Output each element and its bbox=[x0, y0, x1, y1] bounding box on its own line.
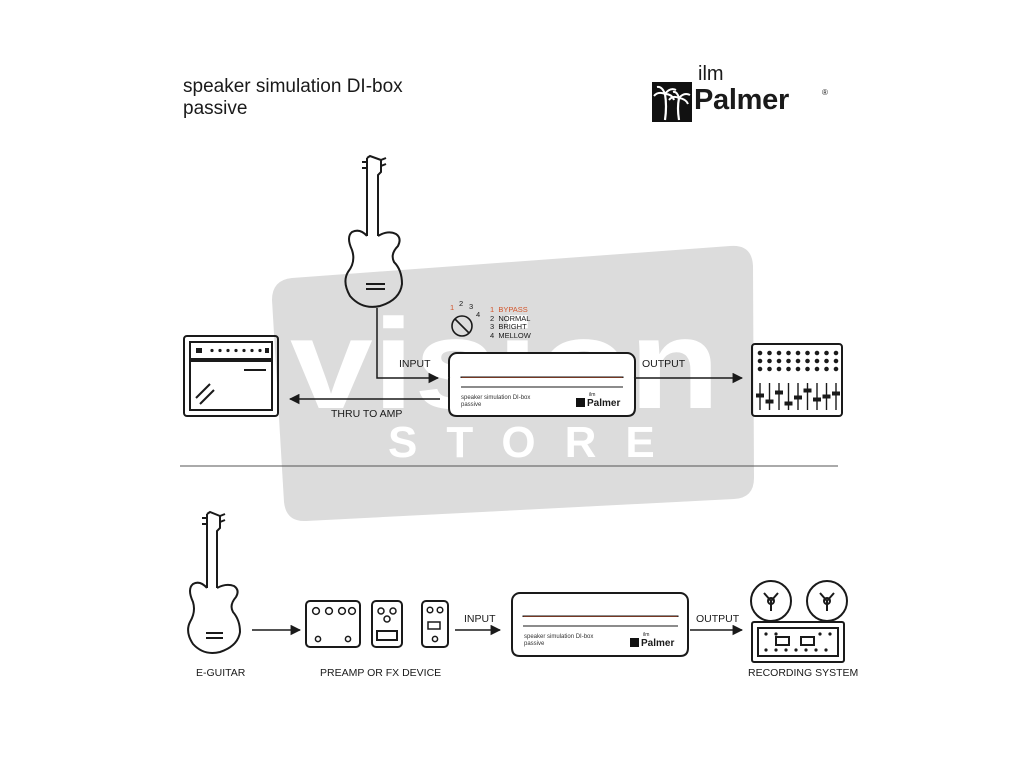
mixer-knob bbox=[824, 358, 829, 364]
mixer-icon bbox=[751, 343, 843, 417]
amplifier-icon bbox=[183, 335, 279, 417]
fx-caption: PREAMP OR FX DEVICE bbox=[320, 667, 442, 679]
fx-pedal-knobs bbox=[311, 606, 444, 643]
knob-number-4: 4 bbox=[476, 310, 481, 319]
amplifier-knobs bbox=[196, 348, 269, 353]
thru-to-amp-label: THRU TO AMP bbox=[331, 408, 403, 420]
mixer-knob bbox=[795, 350, 801, 356]
palm-tree-icon bbox=[652, 82, 692, 122]
input-label-2: INPUT bbox=[464, 613, 496, 625]
mixer-knob bbox=[805, 350, 810, 356]
recorder-dots bbox=[764, 632, 832, 652]
knob-number-2: 2 bbox=[459, 299, 464, 308]
knob-number-1: 1 bbox=[450, 303, 455, 312]
di-box-device-2 bbox=[511, 592, 689, 657]
input-label-1: INPUT bbox=[399, 358, 431, 370]
mixer-knob bbox=[767, 358, 772, 364]
mixer-fader-cap bbox=[822, 394, 831, 399]
mixer-knob bbox=[833, 350, 839, 356]
mixer-fader-cap bbox=[756, 393, 764, 398]
e-guitar-icon bbox=[187, 510, 242, 654]
brand-registered: ® bbox=[822, 88, 828, 97]
device-1-brand-name: Palmer bbox=[587, 398, 621, 409]
mixer-knob bbox=[795, 366, 801, 372]
mixer-knob bbox=[824, 350, 829, 356]
output-label-1: OUTPUT bbox=[642, 358, 686, 370]
device-1-brand-prefix: ilm bbox=[589, 392, 596, 398]
mixer-knob bbox=[767, 366, 772, 372]
mixer-knob bbox=[805, 366, 810, 372]
mixer-knob bbox=[757, 366, 763, 372]
mixer-knob bbox=[757, 358, 763, 364]
mixer-knob bbox=[776, 358, 782, 364]
mixer-knob bbox=[833, 366, 839, 372]
reel-to-reel-icon bbox=[750, 580, 848, 663]
mixer-fader-cap bbox=[832, 391, 840, 396]
mixer-fader-cap bbox=[803, 388, 812, 393]
title-line-2: passive bbox=[183, 98, 248, 119]
title-line-1: speaker simulation DI-box bbox=[183, 76, 403, 97]
mixer-knob bbox=[833, 358, 839, 364]
brand-prefix: ilm bbox=[698, 63, 724, 85]
mixer-knob bbox=[776, 350, 782, 356]
output-label-2: OUTPUT bbox=[696, 613, 740, 625]
mixer-knob bbox=[814, 358, 820, 364]
knob-settings-list: 1 BYPASS 2 NORMAL 3 BRIGHT 4 MELLOW bbox=[490, 305, 531, 340]
recorder-caption: RECORDING SYSTEM bbox=[748, 667, 859, 679]
mixer-knob bbox=[814, 350, 820, 356]
mixer-fader-cap bbox=[794, 395, 802, 400]
mixer-knob bbox=[786, 366, 791, 372]
device-2-brand-prefix: ilm bbox=[643, 632, 650, 638]
knob-setting-4: 4 MELLOW bbox=[490, 330, 531, 340]
mixer-knob bbox=[767, 350, 772, 356]
mixer-knob bbox=[776, 366, 782, 372]
mixer-knob bbox=[786, 358, 791, 364]
mixer-fader-cap bbox=[813, 397, 821, 402]
mixer-fader-cap bbox=[784, 401, 793, 406]
knob-setting-3: 3 BRIGHT bbox=[490, 322, 527, 332]
knob-icon bbox=[451, 315, 473, 337]
brand-name: Palmer bbox=[694, 84, 789, 116]
mixer-knob bbox=[757, 350, 763, 356]
mixer-knob bbox=[814, 366, 820, 372]
mixer-knob bbox=[805, 358, 810, 364]
bass-guitar-icon bbox=[344, 154, 404, 308]
watermark-bottom-text: STORE bbox=[388, 418, 684, 467]
page-title: speaker simulation DI-box passive bbox=[183, 76, 403, 120]
mixer-knob bbox=[824, 366, 829, 372]
knob-setting-2: 2 NORMAL bbox=[490, 313, 531, 323]
knob-number-3: 3 bbox=[469, 302, 474, 311]
guitar-caption: E-GUITAR bbox=[196, 667, 246, 679]
device-2-brand-name: Palmer bbox=[641, 638, 675, 649]
fx-pedal-icon bbox=[305, 600, 449, 648]
di-box-device-1 bbox=[448, 352, 636, 417]
mixer-fader-cap bbox=[765, 399, 774, 404]
mixer-fader-cap bbox=[775, 390, 783, 395]
mixer-controls bbox=[756, 350, 840, 410]
mixer-knob bbox=[795, 358, 801, 364]
mixer-knob bbox=[786, 350, 791, 356]
knob-setting-1: 1 BYPASS bbox=[490, 305, 528, 314]
